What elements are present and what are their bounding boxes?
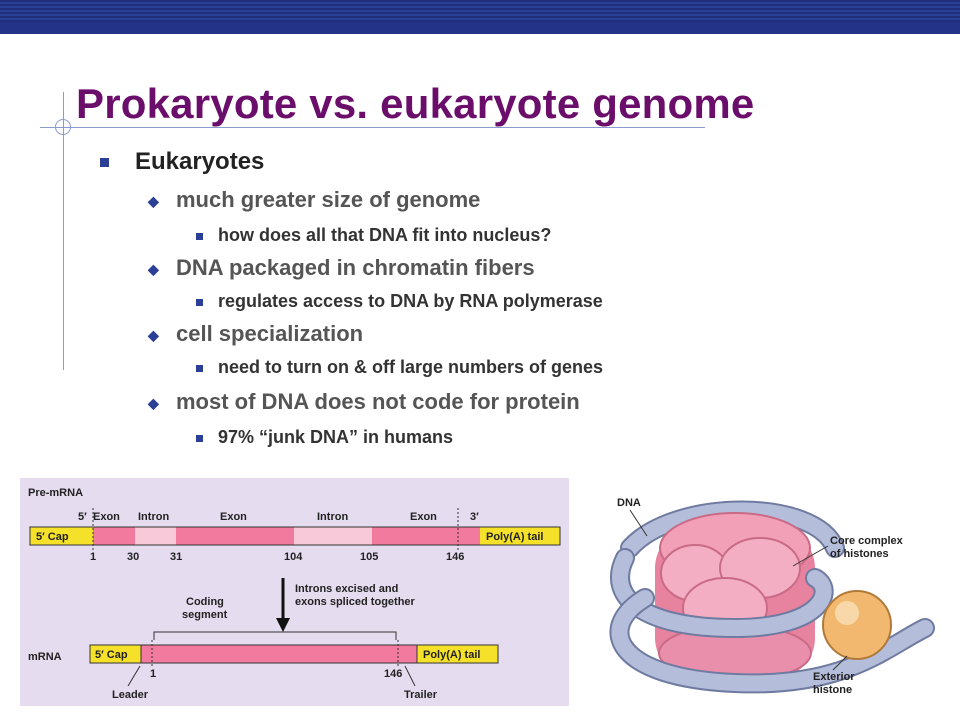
core-pointer <box>792 545 829 567</box>
segment-label-exon-3: Exon <box>410 511 437 523</box>
intron-2-block <box>294 527 372 545</box>
coding-segment-bracket <box>153 631 397 640</box>
coding-label-line-2: segment <box>182 609 228 621</box>
square-bullet-icon <box>196 435 203 442</box>
five-prime-label: 5′ <box>78 511 87 523</box>
exon-2-block <box>176 527 294 545</box>
core-label-line-1: Core complex <box>830 535 904 547</box>
trailer-label: Trailer <box>404 689 438 701</box>
excise-label-line-1: Introns excised and <box>295 583 398 595</box>
bullet-heading: Eukaryotes <box>135 148 265 175</box>
diamond-bullet-icon: ◆ <box>148 261 159 277</box>
exon-1-block <box>93 527 135 545</box>
position-104: 104 <box>284 551 303 563</box>
exterior-histone-sphere <box>822 590 892 660</box>
square-bullet-icon <box>196 365 203 372</box>
trailer-pointer <box>404 665 416 687</box>
dna-back-strand <box>622 502 843 556</box>
segment-label-intron-2: Intron <box>317 511 348 523</box>
pre-mrna-label: Pre-mRNA <box>28 487 83 499</box>
pre-tail-label: Poly(A) tail <box>486 531 543 543</box>
exterior-pointer <box>832 655 848 671</box>
segment-label-exon-1: Exon <box>93 511 120 523</box>
leader-label: Leader <box>112 689 149 701</box>
exon-3-block <box>372 527 480 545</box>
figure-panel <box>20 478 569 706</box>
mrna-splicing-figure: Pre-mRNA 5′ Exon Intron Exon Intron Exon… <box>20 478 569 706</box>
mrna-cap-label: 5′ Cap <box>95 649 128 661</box>
diamond-bullet-icon: ◆ <box>148 193 159 209</box>
dna-pointer <box>629 509 648 537</box>
segment-label-exon-2: Exon <box>220 511 247 523</box>
point-2-text: DNA packaged in chromatin fibers <box>176 255 535 280</box>
mrna-position-1: 1 <box>150 668 156 680</box>
position-146: 146 <box>446 551 464 563</box>
top-banner <box>0 0 960 34</box>
excise-label-line-2: exons spliced together <box>295 596 416 608</box>
core-label-line-2: of histones <box>830 548 889 560</box>
position-31: 31 <box>170 551 182 563</box>
decor-horizontal-line <box>40 127 705 128</box>
three-prime-label: 3′ <box>470 511 479 523</box>
mrna-label: mRNA <box>28 651 62 663</box>
intron-1-block <box>135 527 176 545</box>
diamond-bullet-icon: ◆ <box>148 395 159 411</box>
exterior-histone-highlight <box>835 601 859 625</box>
square-bullet-icon <box>100 158 109 167</box>
decor-vertical-line <box>63 92 64 370</box>
diamond-bullet-icon: ◆ <box>148 327 159 343</box>
dna-mid-strand <box>612 550 832 637</box>
pre-cap-label: 5′ Cap <box>36 531 69 543</box>
leader-pointer <box>127 665 141 687</box>
dna-label: DNA <box>617 497 641 509</box>
square-bullet-icon <box>196 233 203 240</box>
point-4-text: most of DNA does not code for protein <box>176 389 580 414</box>
subpoint-1-text: how does all that DNA fit into nucleus? <box>218 225 552 245</box>
decor-circle <box>55 119 71 135</box>
slide-title: Prokaryote vs. eukaryote genome <box>76 80 755 127</box>
exterior-label-line-1: Exterior <box>813 671 855 683</box>
subpoint-4-text: 97% “junk DNA” in humans <box>218 427 454 447</box>
mrna-cap-block <box>89 644 142 664</box>
strand-outline <box>29 526 561 546</box>
position-105: 105 <box>360 551 378 563</box>
subpoint-3-text: need to turn on & off large numbers of g… <box>218 357 604 377</box>
splice-arrow-head <box>276 618 290 632</box>
mrna-tail-block <box>416 644 499 664</box>
exterior-label-line-2: histone <box>813 684 852 696</box>
mrna-position-146: 146 <box>384 668 402 680</box>
position-1: 1 <box>90 551 96 563</box>
segment-label-intron-1: Intron <box>138 511 169 523</box>
subpoint-2-text: regulates access to DNA by RNA polymeras… <box>218 291 603 311</box>
point-1-text: much greater size of genome <box>176 187 481 212</box>
point-3-text: cell specialization <box>176 321 364 346</box>
coding-label-line-1: Coding <box>186 596 224 608</box>
mrna-tail-label: Poly(A) tail <box>423 649 480 661</box>
position-30: 30 <box>127 551 139 563</box>
dna-front-strand <box>611 590 933 692</box>
square-bullet-icon <box>196 299 203 306</box>
nucleosome-figure: DNA Core complex of histones Exterior hi… <box>609 497 935 696</box>
